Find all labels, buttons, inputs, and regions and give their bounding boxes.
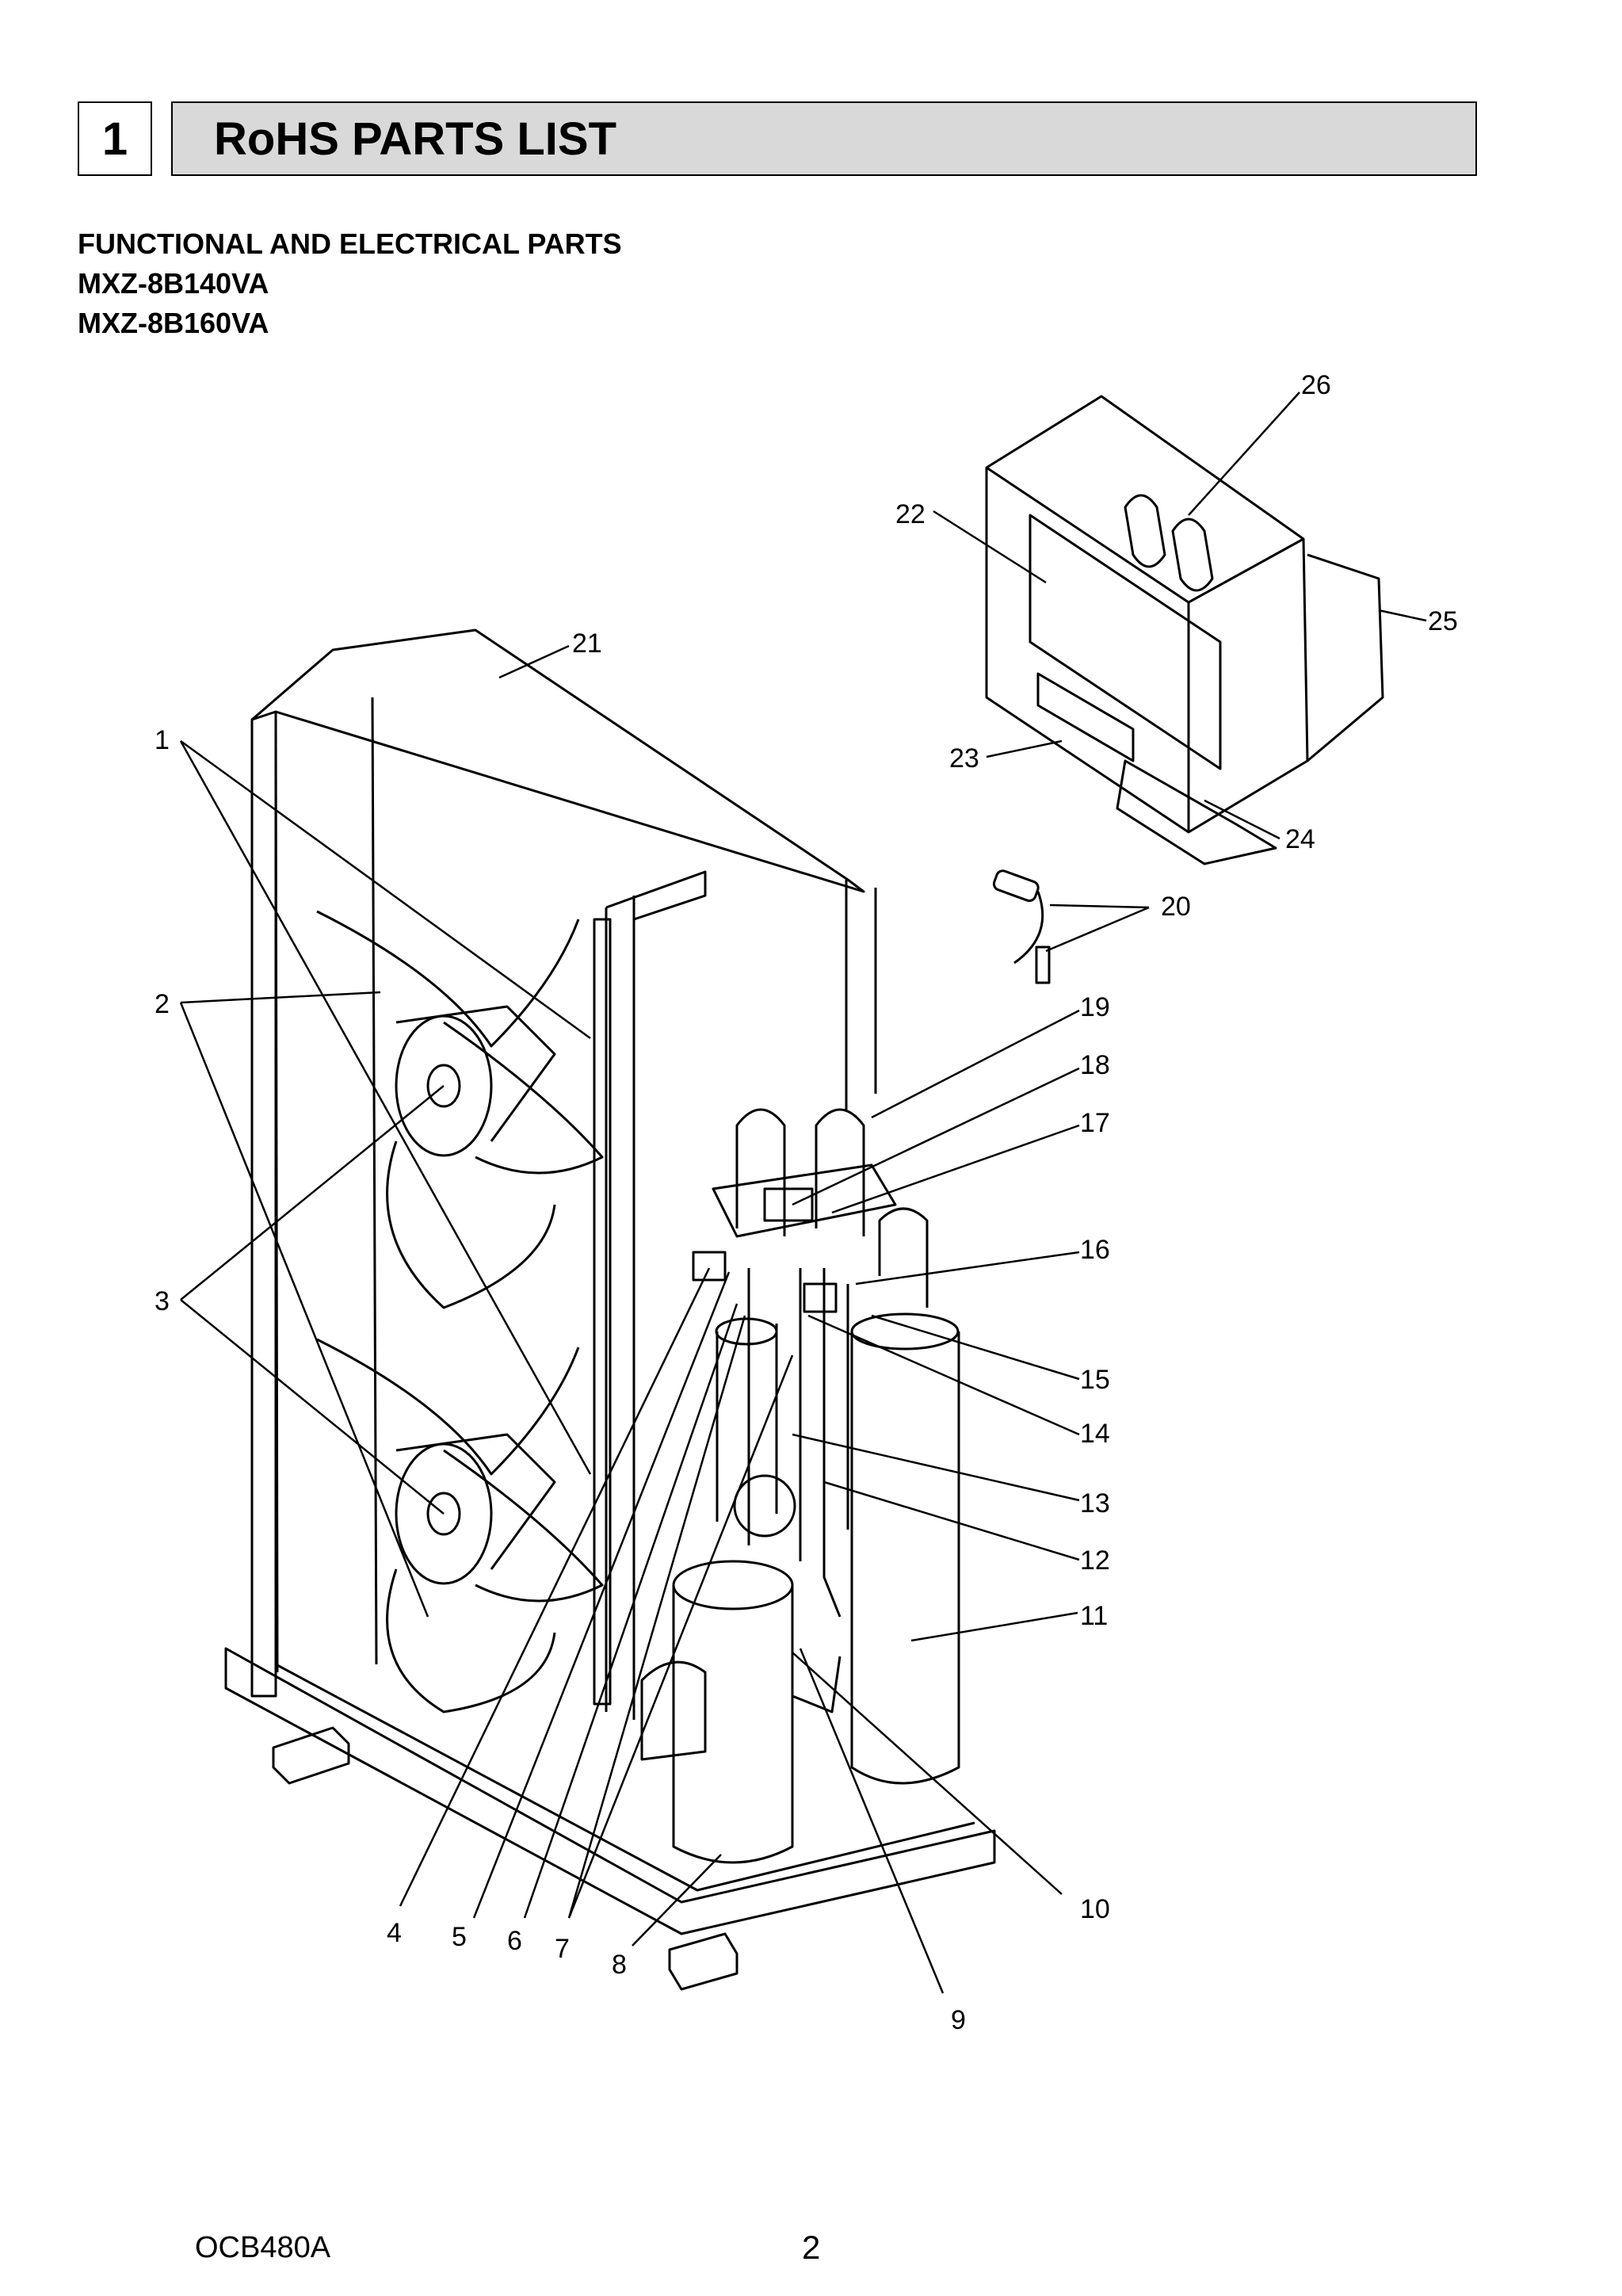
section-title: RoHS PARTS LIST: [171, 101, 1477, 176]
fan-lower: [316, 1338, 604, 1713]
section-number: 1: [78, 101, 152, 176]
callout-16: 16: [1080, 1235, 1110, 1265]
callout-2: 2: [155, 989, 170, 1019]
callout-12: 12: [1080, 1545, 1110, 1576]
callout-20: 20: [1161, 892, 1191, 922]
callout-8: 8: [612, 1950, 627, 1980]
callout-19: 19: [1080, 992, 1110, 1022]
compressor: [640, 1560, 794, 1864]
callout-5: 5: [452, 1922, 467, 1952]
callout-4: 4: [387, 1918, 402, 1948]
refrigerant-piping: [692, 1108, 929, 1713]
callout-9: 9: [951, 2005, 966, 2035]
callout-6: 6: [507, 1926, 522, 1956]
callout-17: 17: [1080, 1108, 1110, 1138]
callout-25: 25: [1428, 606, 1458, 636]
callout-18: 18: [1080, 1050, 1110, 1080]
callout-22: 22: [895, 499, 925, 529]
callout-14: 14: [1080, 1419, 1110, 1449]
callout-10: 10: [1080, 1894, 1110, 1924]
callout-21: 21: [572, 628, 602, 659]
receiver-tank: [850, 1312, 960, 1785]
thermistor: [992, 869, 1051, 984]
callout-13: 13: [1080, 1488, 1110, 1519]
subheading-model-1: MXZ-8B140VA: [78, 267, 269, 300]
callout-7: 7: [555, 1934, 570, 1964]
callout-3: 3: [155, 1286, 170, 1316]
callout-26: 26: [1301, 370, 1331, 400]
subheading-category: FUNCTIONAL AND ELECTRICAL PARTS: [78, 227, 622, 260]
outdoor-unit-frame: [224, 628, 996, 1991]
electrical-box: [985, 395, 1384, 865]
callout-23: 23: [949, 743, 979, 774]
document-code: OCB480A: [195, 2231, 331, 2264]
subheading-model-2: MXZ-8B160VA: [78, 307, 269, 339]
callout-15: 15: [1080, 1365, 1110, 1395]
callout-1: 1: [155, 725, 170, 755]
fan-upper: [316, 910, 604, 1309]
callout-24: 24: [1285, 824, 1315, 854]
callout-11: 11: [1080, 1601, 1108, 1631]
page-number: 2: [802, 2229, 821, 2266]
